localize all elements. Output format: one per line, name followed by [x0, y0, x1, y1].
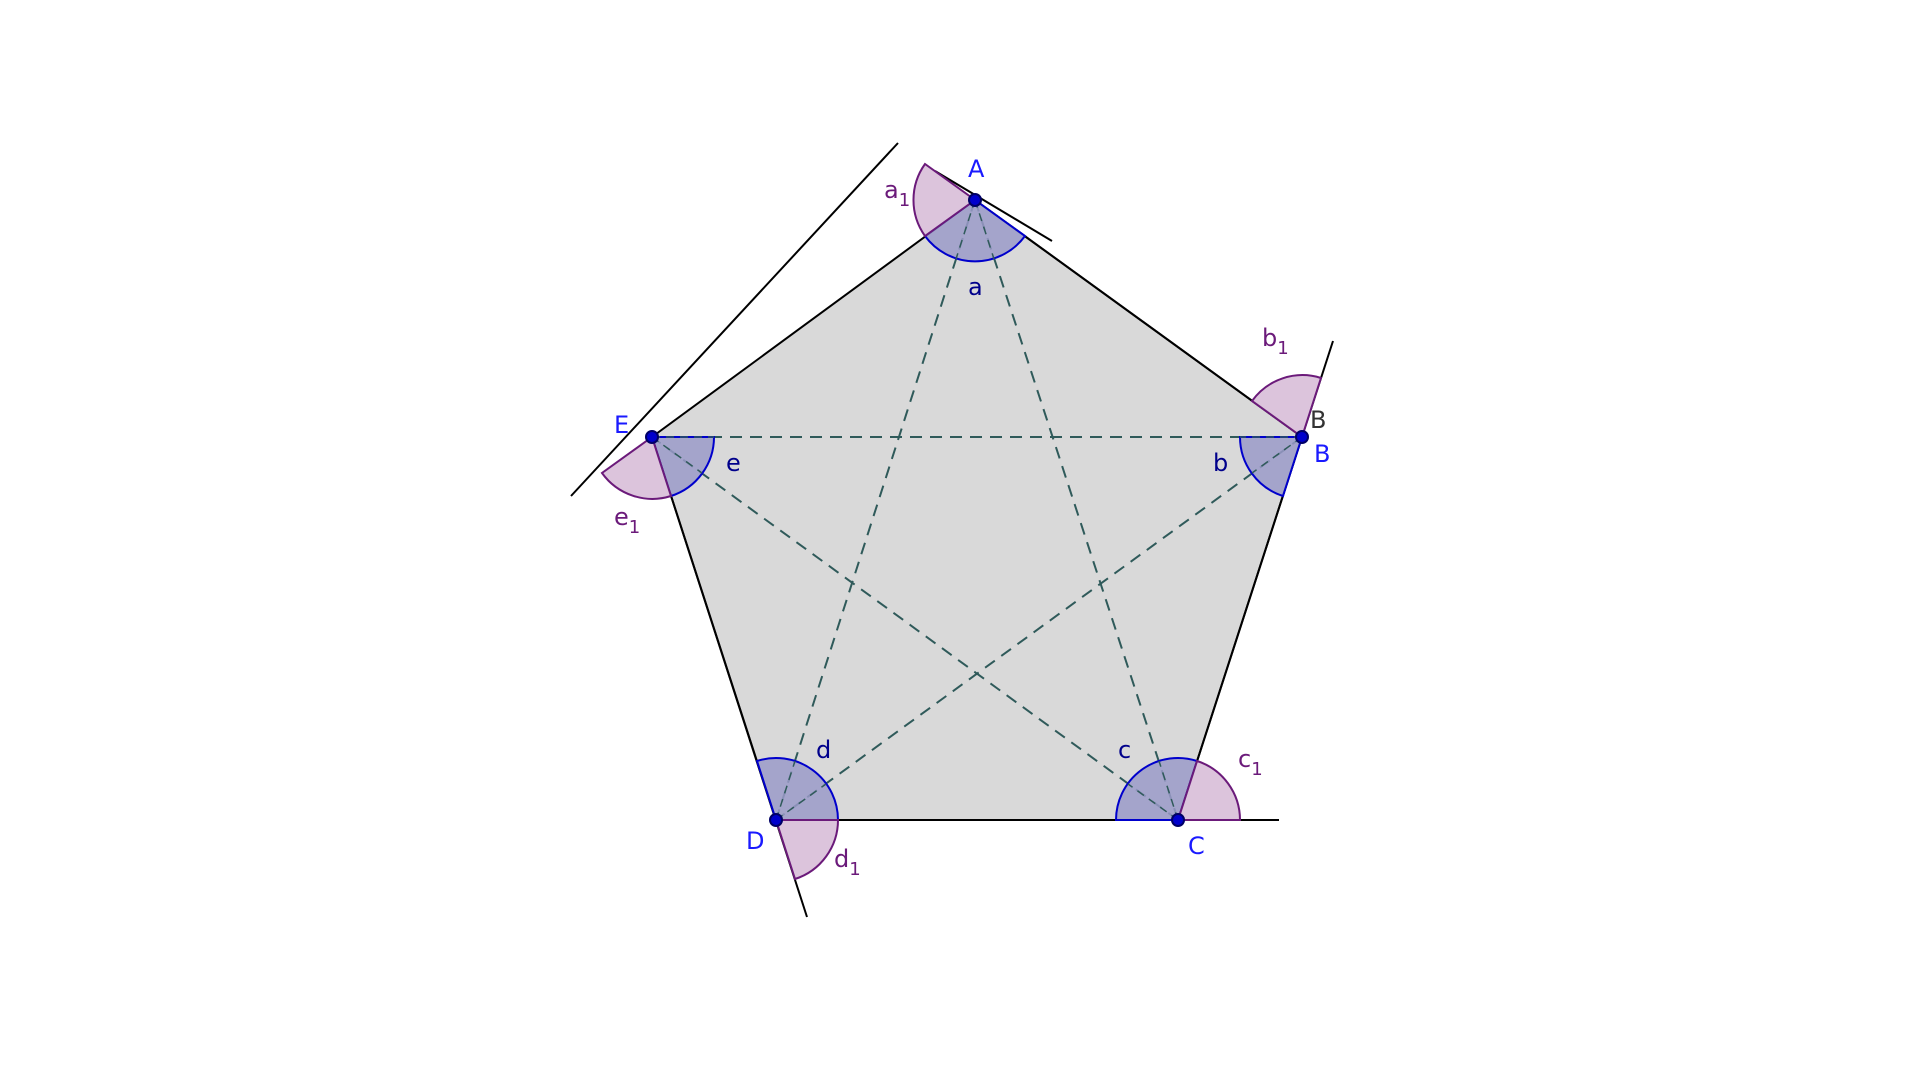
exterior-angle-label-e1: e1 [614, 503, 640, 538]
ray-a-1 [955, 199, 976, 260]
point-c[interactable] [1171, 813, 1185, 827]
point-b[interactable] [1295, 430, 1309, 444]
ray-d-1 [775, 760, 796, 821]
line-ab-segment [974, 199, 1303, 438]
ray-d-2 [775, 783, 827, 821]
line-ea-extended [570, 142, 899, 497]
ray-a-2 [974, 199, 995, 260]
sector-rays [651, 199, 1303, 821]
diagonal-bd [775, 436, 1303, 821]
vertex-label-e: E [614, 411, 629, 439]
exterior-angle-label-a1: a1 [884, 176, 910, 211]
point-d[interactable] [769, 813, 783, 827]
interior-angle-label-d: d [816, 736, 831, 764]
ray-b-2 [1251, 436, 1303, 474]
vertex-label-d: D [746, 827, 764, 855]
interior-angle-label-a: a [968, 273, 983, 301]
exterior-angle-a1 [912, 162, 977, 238]
interior-angle-label-c: c [1118, 736, 1131, 764]
interior-angle-d [755, 757, 840, 821]
line-ab-extended [934, 170, 1053, 242]
diagonal-ce [651, 436, 1179, 821]
exterior-angle-e1 [600, 435, 673, 500]
exterior-angle-c1 [1176, 759, 1242, 821]
interior-angle-b [1238, 436, 1304, 498]
interior-angle-label-e: e [726, 449, 741, 477]
exterior-angle-d1 [774, 819, 840, 881]
interior-angle-sectors [650, 198, 1304, 821]
vertex-label-b: B [1314, 440, 1330, 468]
vertex-points [645, 193, 1309, 827]
stray-label-b: B [1310, 406, 1326, 434]
exterior-angle-sectors [600, 162, 1323, 881]
exterior-angle-label-c1: c1 [1238, 745, 1263, 780]
interior-angle-label-b: b [1213, 449, 1228, 477]
ray-c-2 [1158, 760, 1179, 821]
diagonal-ad [775, 199, 976, 821]
point-a[interactable] [968, 193, 982, 207]
interior-angle-e [650, 436, 716, 498]
diagonals [651, 199, 1303, 821]
ray-c-1 [1127, 783, 1179, 821]
exterior-angle-b1 [1250, 374, 1323, 439]
diagonal-ac [974, 199, 1179, 821]
vertex-label-c: C [1188, 832, 1205, 860]
exterior-angle-label-b1: b1 [1262, 324, 1289, 359]
exterior-angle-label-d1: d1 [834, 845, 861, 880]
vertex-label-a: A [968, 155, 985, 183]
interior-angle-a [923, 198, 1027, 263]
ray-e-2 [651, 436, 703, 474]
point-e[interactable] [645, 430, 659, 444]
interior-angle-c [1114, 757, 1199, 821]
